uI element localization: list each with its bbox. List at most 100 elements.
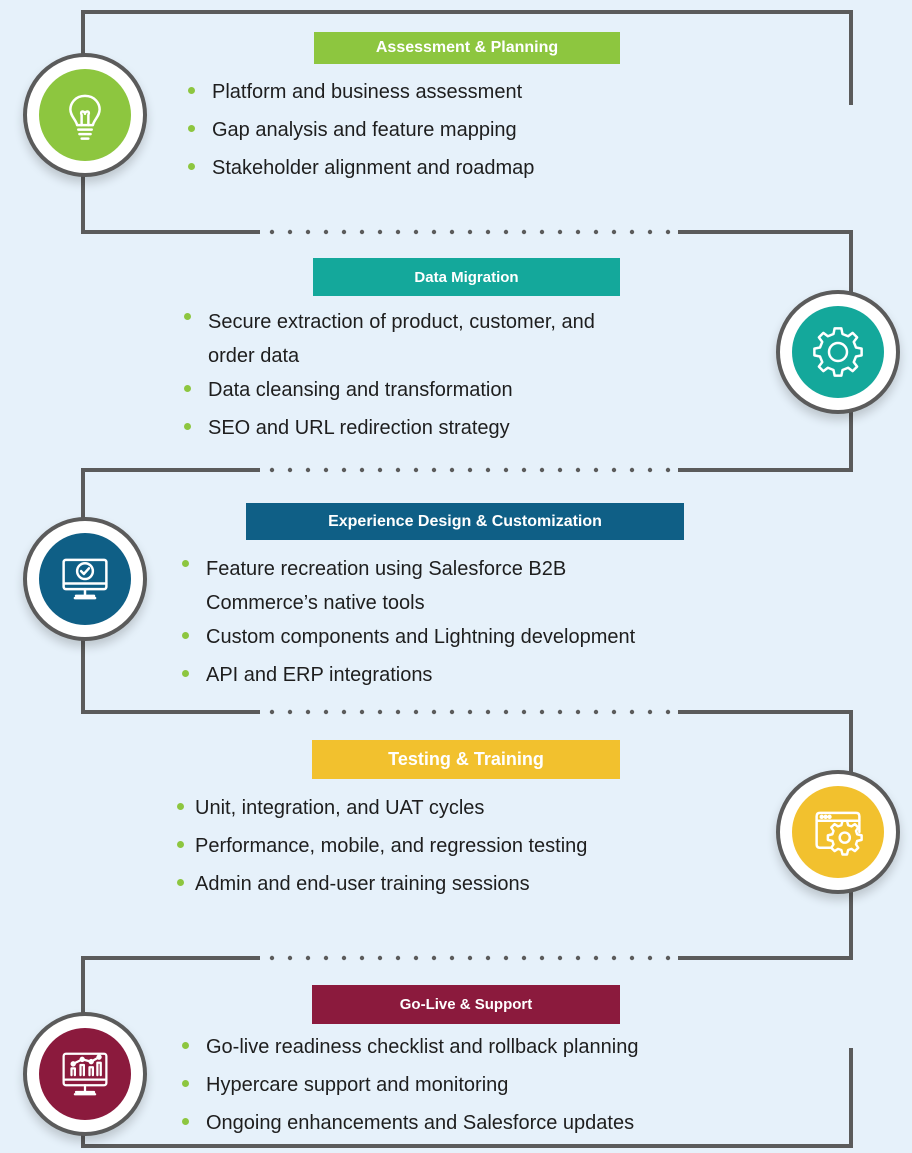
separator-dot [593,709,599,715]
separator-dot [377,955,383,961]
separator-dot [647,229,653,235]
separator-dot [341,709,347,715]
separator-dot [413,229,419,235]
separator-dot [647,709,653,715]
separator-dot [359,955,365,961]
separator-dot [485,229,491,235]
separator-dot [485,955,491,961]
list-item: Secure extraction of product, customer, … [178,305,638,373]
list-item: Custom components and Lightning developm… [176,624,816,651]
separator-dot [323,955,329,961]
separator-dot [359,709,365,715]
list-item: Performance, mobile, and regression test… [177,833,737,860]
list-item: API and ERP integrations [176,662,816,689]
separator-dot [575,955,581,961]
separator-dot [539,955,545,961]
separator-dot [611,709,617,715]
separator-dot [539,229,545,235]
separator-dot [503,467,509,473]
separator-dot [359,229,365,235]
separator-dot [305,955,311,961]
separator-dot [449,709,455,715]
list-item: Data cleansing and transformation [178,377,638,404]
separator-dot [467,955,473,961]
separator-dot [629,709,635,715]
separator-dot [467,709,473,715]
browser-gear-icon [815,811,863,856]
separator-dot [467,229,473,235]
stage-3-badge [23,517,147,641]
separator-dot [395,955,401,961]
separator-dot [647,467,653,473]
monitor-check-icon [62,558,108,600]
separator-dot [521,467,527,473]
separator-dot [431,955,437,961]
separator-dot [557,709,563,715]
stage-4-list: Unit, integration, and UAT cycles Perfor… [177,795,737,909]
separator-dot [503,955,509,961]
gear-icon [813,327,863,377]
separator-dot [341,229,347,235]
separator-dot [287,467,293,473]
separator-dot [305,467,311,473]
separator-dot [341,467,347,473]
separator-dot [323,467,329,473]
separator-dot [611,229,617,235]
list-item: Hypercare support and monitoring [176,1072,826,1099]
separator-dot [557,467,563,473]
separator-dot [575,709,581,715]
separator-dot [377,229,383,235]
separator-dot [395,467,401,473]
separator-dot [395,709,401,715]
separator-dot [503,709,509,715]
separator-dot [539,467,545,473]
separator-dot [449,955,455,961]
list-item: Admin and end-user training sessions [177,871,737,898]
separator-dot [593,467,599,473]
list-item: Platform and business assessment [182,79,782,106]
separator-dot [323,709,329,715]
separator-dot [593,955,599,961]
separator-dot [431,709,437,715]
separator-dot [377,709,383,715]
separator-dot [593,229,599,235]
separator-dot [665,229,671,235]
list-item: Ongoing enhancements and Salesforce upda… [176,1110,826,1137]
separator-dot [413,467,419,473]
separator-dot [269,229,275,235]
list-item: Stakeholder alignment and roadmap [182,155,782,182]
separator-dot [521,229,527,235]
separator-dot [629,229,635,235]
separator-dot [485,467,491,473]
list-item: Go-live readiness checklist and rollback… [176,1034,826,1061]
separator-dot [629,467,635,473]
separator-dot [287,229,293,235]
separator-dot [341,955,347,961]
separator-dot [611,955,617,961]
separator-dot [269,955,275,961]
stage-3-list: Feature recreation using Salesforce B2B … [176,552,816,700]
separator-dot [269,709,275,715]
list-item: Gap analysis and feature mapping [182,117,782,144]
stage-1-label: Assessment & Planning [314,32,620,64]
stage-1-badge [23,53,147,177]
separator-dot [539,709,545,715]
separator-dot [557,229,563,235]
separator-dot [665,709,671,715]
separator-dot [287,955,293,961]
stage-1-list: Platform and business assessment Gap ana… [182,79,782,193]
separator-dot [377,467,383,473]
separator-dot [611,467,617,473]
separator-dot [413,709,419,715]
stage-4-label: Testing & Training [312,740,620,779]
separator-dot [359,467,365,473]
separator-dot [665,467,671,473]
separator-dot [575,229,581,235]
lightbulb-icon [69,94,101,140]
monitor-chart-icon [62,1052,108,1096]
separator-dot [323,229,329,235]
separator-dot [665,955,671,961]
separator-dot [575,467,581,473]
separator-dot [431,229,437,235]
